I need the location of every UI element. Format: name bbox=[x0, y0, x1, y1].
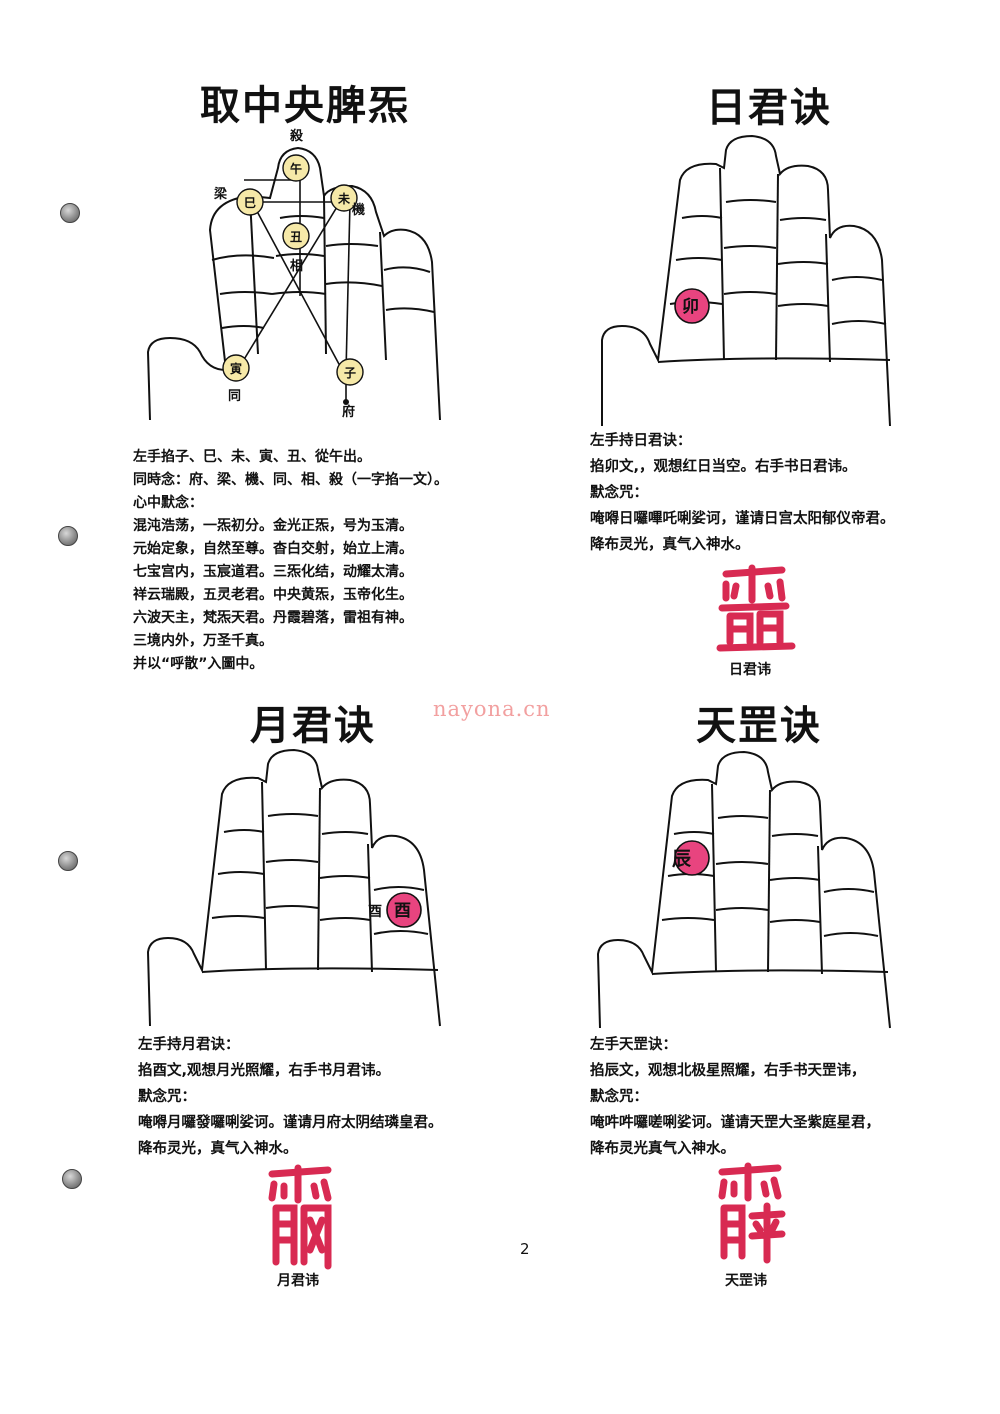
quad4-caption: 天罡讳 bbox=[725, 1273, 767, 1289]
quad1-line: 元始定象，自然至尊。杳白交射，始立上清。 bbox=[133, 541, 413, 557]
quad3-line: 左手持月君诀： bbox=[138, 1037, 240, 1053]
label-fu: 府 bbox=[342, 404, 355, 420]
quad1-line: 心中默念： bbox=[133, 495, 203, 511]
binder-hole-1 bbox=[60, 203, 80, 223]
quad1-line: 混沌浩荡，一炁初分。金光正炁，号为玉清。 bbox=[133, 518, 413, 534]
quad2-talisman-icon bbox=[716, 564, 796, 652]
quad3-line: 默念咒： bbox=[138, 1089, 196, 1105]
quad3-line: 降布灵光，真气入神水。 bbox=[138, 1141, 298, 1157]
quad1-line: 同時念：府、梁、機、同、相、殺（一字掐一文）。 bbox=[133, 472, 448, 488]
quad3-text: 左手持月君诀： 掐酉文,观想月光照耀，右手书月君讳。 默念咒： 唵嘚月囉發囉唎娑… bbox=[138, 1032, 443, 1162]
label-xiang: 相 bbox=[290, 258, 303, 274]
quad4-talisman-icon bbox=[718, 1162, 786, 1264]
watermark: nayona.cn bbox=[433, 697, 551, 721]
quad4-line: 默念咒： bbox=[590, 1089, 648, 1105]
quad3-hand-diagram: 酉 酉 bbox=[146, 748, 441, 1027]
quad2-line: 左手持日君诀： bbox=[590, 433, 692, 449]
quad2-line: 唵嘚日囉嗶吒唎娑诃，谨请日宫太阳郁仪帝君。 bbox=[590, 511, 895, 527]
quad4-line: 唵吽吽囉嗟唎娑诃。谨请天罡大圣紫庭星君， bbox=[590, 1115, 880, 1131]
label-you: 酉 bbox=[368, 904, 382, 920]
quad3-talisman-icon bbox=[268, 1164, 332, 1270]
binder-hole-4 bbox=[62, 1169, 82, 1189]
circle-mao: 卯 bbox=[682, 297, 699, 317]
quad2-line: 降布灵光，真气入神水。 bbox=[590, 537, 750, 553]
label-liang: 梁 bbox=[213, 186, 228, 202]
quad2-text: 左手持日君诀： 掐卯文,，观想红日当空。右手书日君讳。 默念咒： 唵嘚日囉嗶吒唎… bbox=[590, 428, 895, 558]
label-sha: 殺 bbox=[289, 128, 304, 144]
circle-yin: 寅 bbox=[230, 361, 242, 376]
quad4-hand-diagram: 辰 bbox=[596, 750, 891, 1029]
quad3-title: 月君诀 bbox=[250, 702, 376, 749]
label-ji: 機 bbox=[352, 202, 365, 218]
quad4-line: 降布灵光真气入神水。 bbox=[590, 1141, 735, 1157]
binder-hole-3 bbox=[58, 851, 78, 871]
quad3-caption: 月君讳 bbox=[277, 1273, 319, 1289]
circle-zi: 子 bbox=[344, 366, 356, 380]
quad2-line: 掐卯文,，观想红日当空。右手书日君讳。 bbox=[590, 459, 857, 475]
circle-si: 巳 bbox=[244, 196, 256, 210]
quad4-line: 掐辰文，观想北极星照耀，右手书天罡讳， bbox=[590, 1063, 866, 1079]
quad1-title: 取中央脾炁 bbox=[200, 82, 410, 129]
quad1-line: 六波天主，梵炁天君。丹霞碧落，雷祖有神。 bbox=[133, 610, 413, 626]
quad1-line: 并以“呼散”入圖中。 bbox=[133, 656, 264, 672]
quad4-title: 天罡诀 bbox=[696, 702, 822, 749]
quad2-line: 默念咒： bbox=[590, 485, 648, 501]
circle-chen: 辰 bbox=[672, 848, 692, 870]
circle-wei: 未 bbox=[337, 191, 350, 206]
quad4-text: 左手天罡诀： 掐辰文，观想北极星照耀，右手书天罡讳， 默念咒： 唵吽吽囉嗟唎娑诃… bbox=[590, 1032, 880, 1162]
quad3-line: 掐酉文,观想月光照耀，右手书月君讳。 bbox=[138, 1063, 391, 1079]
quad1-line: 七宝宫内，玉宸道君。三炁化结，动耀太清。 bbox=[133, 564, 413, 580]
quad2-caption: 日君讳 bbox=[729, 662, 771, 678]
binder-hole-2 bbox=[58, 526, 78, 546]
quad1-hand-diagram: 午 巳 未 丑 寅 子 殺 梁 機 相 同 府 bbox=[146, 128, 441, 421]
quad4-line: 左手天罡诀： bbox=[590, 1037, 677, 1053]
quad2-title: 日君诀 bbox=[706, 84, 832, 131]
label-tong: 同 bbox=[228, 389, 241, 404]
page-number: 2 bbox=[520, 1240, 530, 1258]
quad1-line: 三境内外，万圣千真。 bbox=[133, 633, 273, 649]
quad1-line: 左手掐子、巳、未、寅、丑、從午出。 bbox=[133, 449, 371, 465]
quad3-line: 唵嘚月囉發囉唎娑诃。谨请月府太阴结璘皇君。 bbox=[138, 1115, 443, 1131]
circle-you: 酉 bbox=[394, 901, 411, 921]
quad2-hand-diagram: 卯 bbox=[601, 134, 891, 427]
quad1-text: 左手掐子、巳、未、寅、丑、從午出。 同時念：府、梁、機、同、相、殺（一字掐一文）… bbox=[133, 446, 448, 676]
circle-wu: 午 bbox=[290, 161, 302, 176]
circle-chou: 丑 bbox=[290, 230, 302, 244]
quad1-line: 祥云瑞殿，五灵老君。中央黄炁，玉帝化生。 bbox=[133, 587, 413, 603]
